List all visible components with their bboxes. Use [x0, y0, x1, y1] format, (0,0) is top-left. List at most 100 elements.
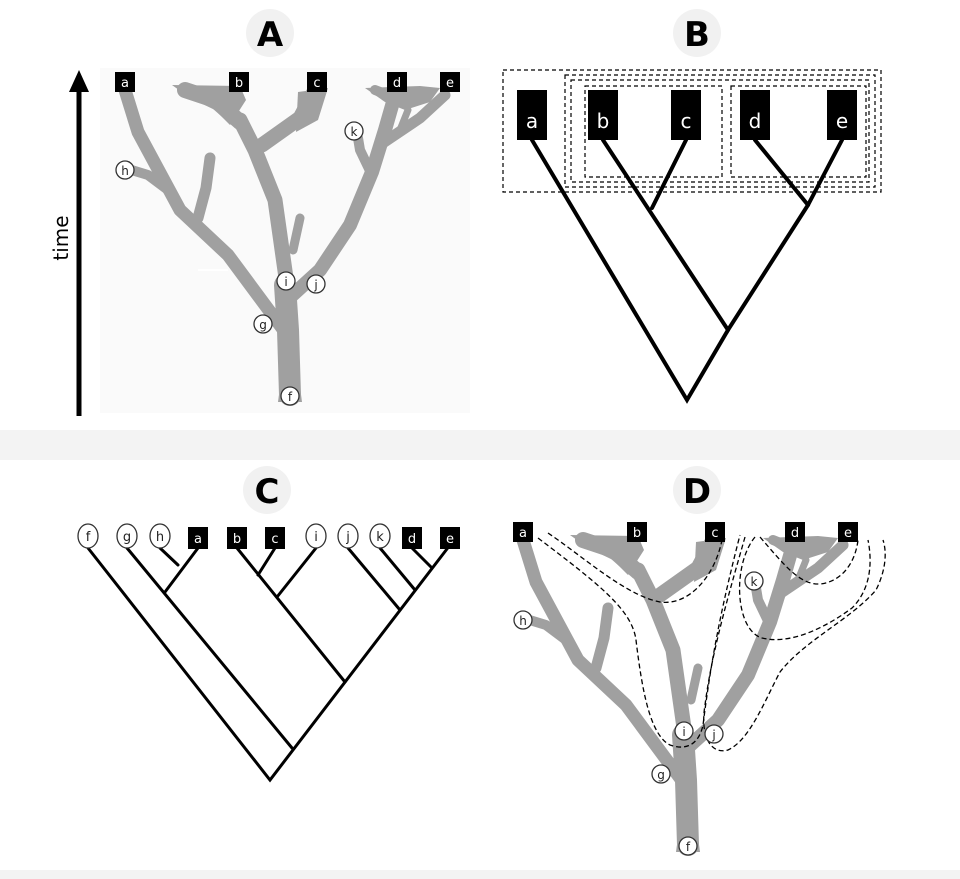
tip-b-d: d: [740, 90, 770, 140]
panel-label-b: B: [684, 15, 710, 55]
clade-box-bcde-inner: [570, 79, 870, 183]
tip-d: d: [387, 72, 407, 92]
clade-boxes: [502, 69, 882, 193]
node-d-k: k: [744, 571, 764, 591]
curve-b: [547, 532, 723, 603]
svg-text:e: e: [844, 526, 852, 541]
tip-b: b: [229, 72, 249, 92]
svg-text:c: c: [711, 526, 718, 541]
tip-c-c: c: [265, 527, 285, 549]
node-i: i: [276, 271, 296, 291]
panel-b: B a b c d e: [502, 9, 882, 404]
tip-d-d: d: [785, 522, 805, 542]
node-d-g: g: [651, 764, 671, 784]
node-d-i: i: [674, 721, 694, 741]
svg-text:e: e: [446, 76, 454, 91]
node-h: h: [115, 160, 135, 180]
svg-text:b: b: [633, 526, 641, 541]
svg-text:e: e: [836, 109, 848, 133]
svg-text:d: d: [393, 76, 401, 91]
tip-d-b: b: [627, 522, 647, 542]
tip-c-a: a: [188, 527, 208, 549]
svg-text:f: f: [86, 530, 91, 545]
time-arrow: [69, 70, 89, 416]
tip-c-e: e: [440, 527, 460, 549]
svg-text:b: b: [235, 76, 243, 91]
svg-text:k: k: [351, 125, 358, 139]
svg-text:d: d: [749, 109, 762, 133]
svg-text:a: a: [519, 526, 527, 541]
svg-text:c: c: [681, 109, 692, 133]
svg-text:h: h: [519, 614, 527, 628]
clade-box-de: [730, 85, 867, 178]
svg-text:k: k: [376, 530, 384, 545]
tip-a: a: [115, 72, 135, 92]
svg-text:a: a: [194, 532, 202, 547]
panel-label-a: A: [257, 15, 284, 55]
node-c-j: j: [337, 523, 359, 549]
svg-text:d: d: [408, 532, 416, 547]
tip-b-b: b: [588, 90, 618, 140]
svg-text:j: j: [711, 728, 715, 742]
svg-text:j: j: [345, 530, 350, 545]
curve-ke: [738, 536, 871, 641]
svg-text:g: g: [123, 530, 131, 545]
node-d-f: f: [678, 836, 698, 856]
svg-text:g: g: [259, 318, 267, 332]
svg-text:f: f: [686, 840, 691, 854]
node-d-h: h: [513, 610, 533, 630]
time-axis-label: time: [49, 215, 73, 260]
node-g: g: [253, 314, 273, 334]
tip-e: e: [440, 72, 460, 92]
svg-text:c: c: [313, 76, 320, 91]
svg-text:a: a: [526, 109, 538, 133]
panel-separator: [0, 430, 960, 460]
node-c-g: g: [116, 523, 138, 549]
curve-bci: [537, 534, 741, 748]
node-d-j: j: [704, 724, 724, 744]
tip-b-e: e: [827, 90, 857, 140]
svg-text:a: a: [121, 76, 129, 91]
node-k: k: [344, 121, 364, 141]
grouping-curves: [537, 532, 886, 752]
cladogram-b: [530, 138, 844, 404]
tip-c-d: d: [402, 527, 422, 549]
node-c-i: i: [305, 523, 327, 549]
node-j: j: [306, 274, 326, 294]
panel-label-c: C: [255, 472, 280, 512]
node-c-h: h: [149, 523, 171, 549]
tip-b-a: a: [517, 90, 547, 140]
tip-d-c: c: [705, 522, 725, 542]
tip-d-a: a: [513, 522, 533, 542]
svg-text:j: j: [313, 278, 317, 292]
panel-d: D a b c d e h k i j g f: [513, 466, 886, 856]
clade-box-bcde: [564, 74, 876, 188]
svg-text:i: i: [284, 275, 287, 289]
panel-label-d: D: [683, 472, 711, 512]
svg-text:c: c: [271, 532, 278, 547]
svg-text:b: b: [233, 532, 241, 547]
svg-text:g: g: [657, 768, 665, 782]
node-f: f: [280, 386, 300, 406]
svg-text:k: k: [751, 575, 758, 589]
svg-text:f: f: [288, 390, 293, 404]
clade-box-bc: [584, 85, 723, 178]
svg-text:d: d: [791, 526, 799, 541]
svg-text:b: b: [597, 109, 610, 133]
svg-text:h: h: [156, 530, 164, 545]
node-c-k: k: [369, 523, 391, 549]
tip-c: c: [307, 72, 327, 92]
panel-c: C f g h i j k a b c d e: [77, 466, 460, 783]
tip-b-c: c: [671, 90, 701, 140]
tip-c-b: b: [227, 527, 247, 549]
svg-text:e: e: [446, 532, 454, 547]
cladogram-c: [86, 543, 452, 783]
svg-text:i: i: [314, 530, 318, 545]
clade-box-abcde: [502, 69, 882, 193]
tip-d-e: e: [838, 522, 858, 542]
svg-text:i: i: [682, 725, 685, 739]
node-c-f: f: [77, 523, 99, 549]
svg-text:h: h: [121, 164, 129, 178]
panel-a: A time a b c d e h k i j g f: [49, 9, 460, 416]
